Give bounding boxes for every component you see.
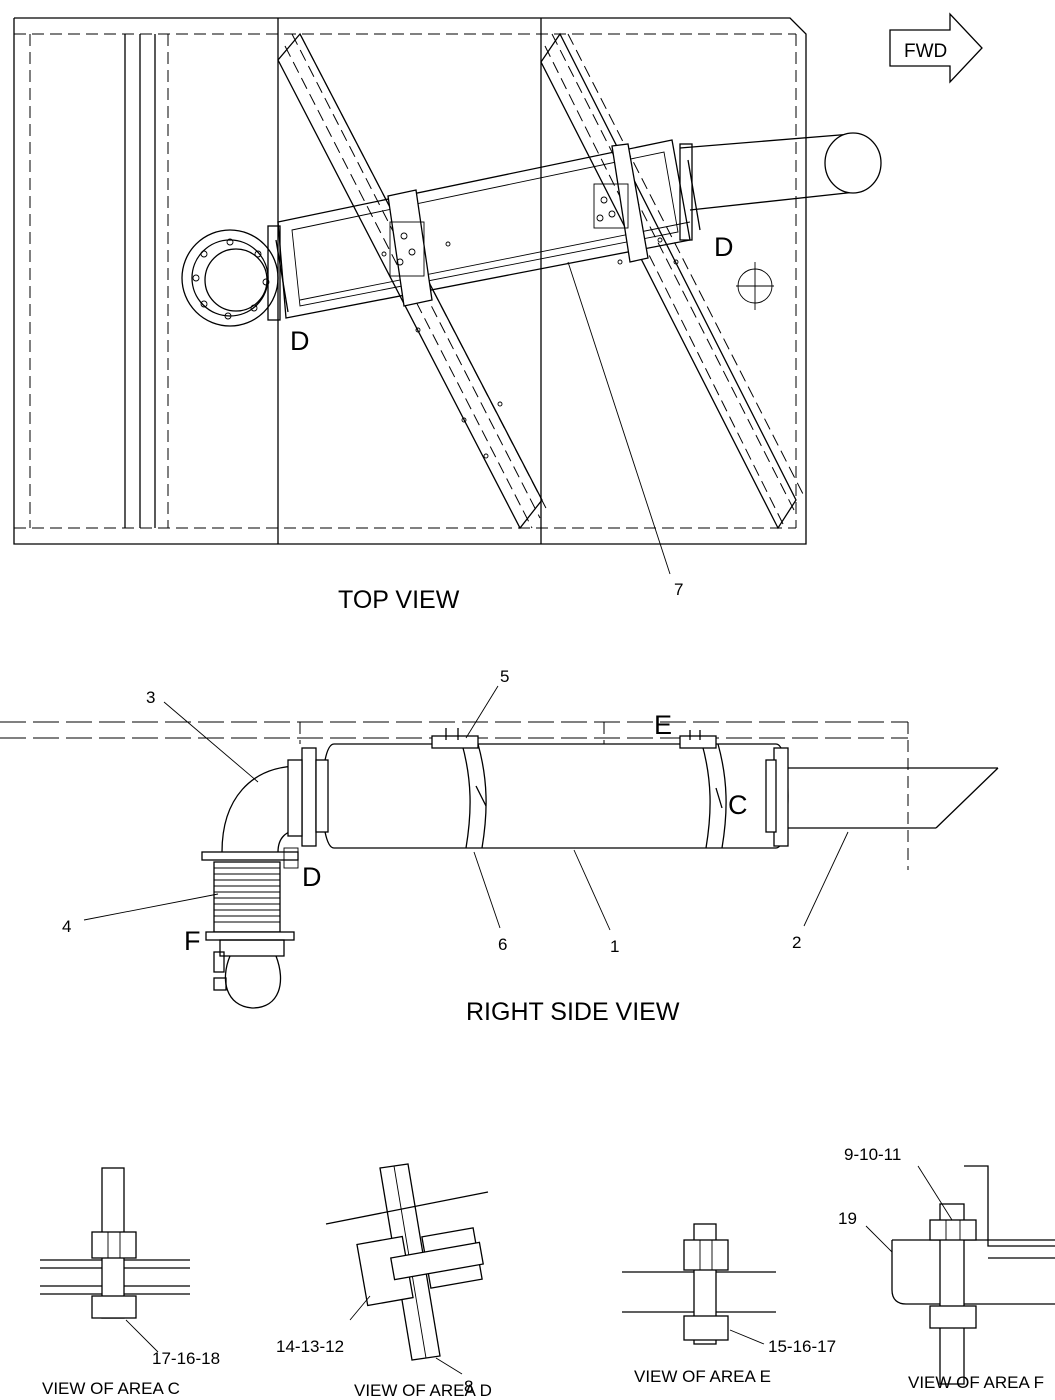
area-d-label-top-right: D — [714, 232, 734, 262]
area-f-caption: VIEW OF AREA F — [908, 1373, 1044, 1392]
inlet-flange-top — [181, 229, 279, 327]
callout-4: 4 — [62, 917, 71, 936]
area-e-label: E — [654, 710, 672, 740]
top-view-title: TOP VIEW — [338, 586, 460, 614]
callout-c-hardware: 17-16-18 — [152, 1349, 220, 1368]
muffler-top — [267, 139, 701, 459]
callout-f-hardware: 9-10-11 — [844, 1145, 901, 1164]
area-f-label: F — [184, 926, 201, 956]
round-hatch-top — [736, 262, 774, 310]
fwd-label: FWD — [904, 41, 947, 62]
area-e-caption: VIEW OF AREA E — [634, 1367, 771, 1386]
callout-7: 7 — [674, 580, 683, 599]
bellows-side — [205, 847, 299, 957]
detail-area-f: 9-10-11 19 VIEW OF AREA F — [838, 1145, 1055, 1392]
right-side-view: 3 5 E C D 4 F 6 1 2 RIGHT SIDE VIEW — [0, 667, 999, 1026]
callout-19: 19 — [838, 1209, 857, 1228]
diagonal-member-right — [540, 32, 804, 530]
callout-d-hardware: 14-13-12 — [276, 1337, 344, 1356]
area-c-label: C — [728, 790, 748, 820]
area-d-label-side: D — [302, 862, 322, 892]
detail-area-d: 14-13-12 8 VIEW OF AREA D — [276, 1163, 492, 1400]
side-view-leaders — [83, 685, 849, 931]
callout-2: 2 — [792, 933, 801, 952]
area-c-caption: VIEW OF AREA C — [42, 1379, 180, 1398]
callout-3: 3 — [146, 688, 155, 707]
callout-6: 6 — [498, 935, 507, 954]
area-d-label-top-left: D — [290, 326, 310, 356]
detail-area-c: 17-16-18 VIEW OF AREA C — [40, 1167, 220, 1398]
flanges-side — [301, 747, 789, 847]
callout-5: 5 — [500, 667, 509, 686]
detail-area-e: 15-16-17 VIEW OF AREA E — [622, 1223, 836, 1386]
tailpipe-side — [788, 767, 999, 829]
callout-e-hardware: 15-16-17 — [768, 1337, 836, 1356]
area-d-caption: VIEW OF AREA D — [354, 1381, 492, 1400]
fwd-arrow-icon — [889, 12, 983, 84]
callout-1: 1 — [610, 937, 619, 956]
top-view: FWD D D 7 TOP VIEW — [13, 12, 983, 614]
callout-8: 8 — [464, 1377, 473, 1396]
right-side-view-title: RIGHT SIDE VIEW — [466, 998, 680, 1026]
tail-pipe-top — [679, 132, 882, 211]
muffler-side — [321, 728, 789, 849]
turbo-connection-side — [213, 951, 282, 1009]
top-view-deck-outline — [13, 17, 807, 545]
elbow-side — [201, 759, 303, 861]
